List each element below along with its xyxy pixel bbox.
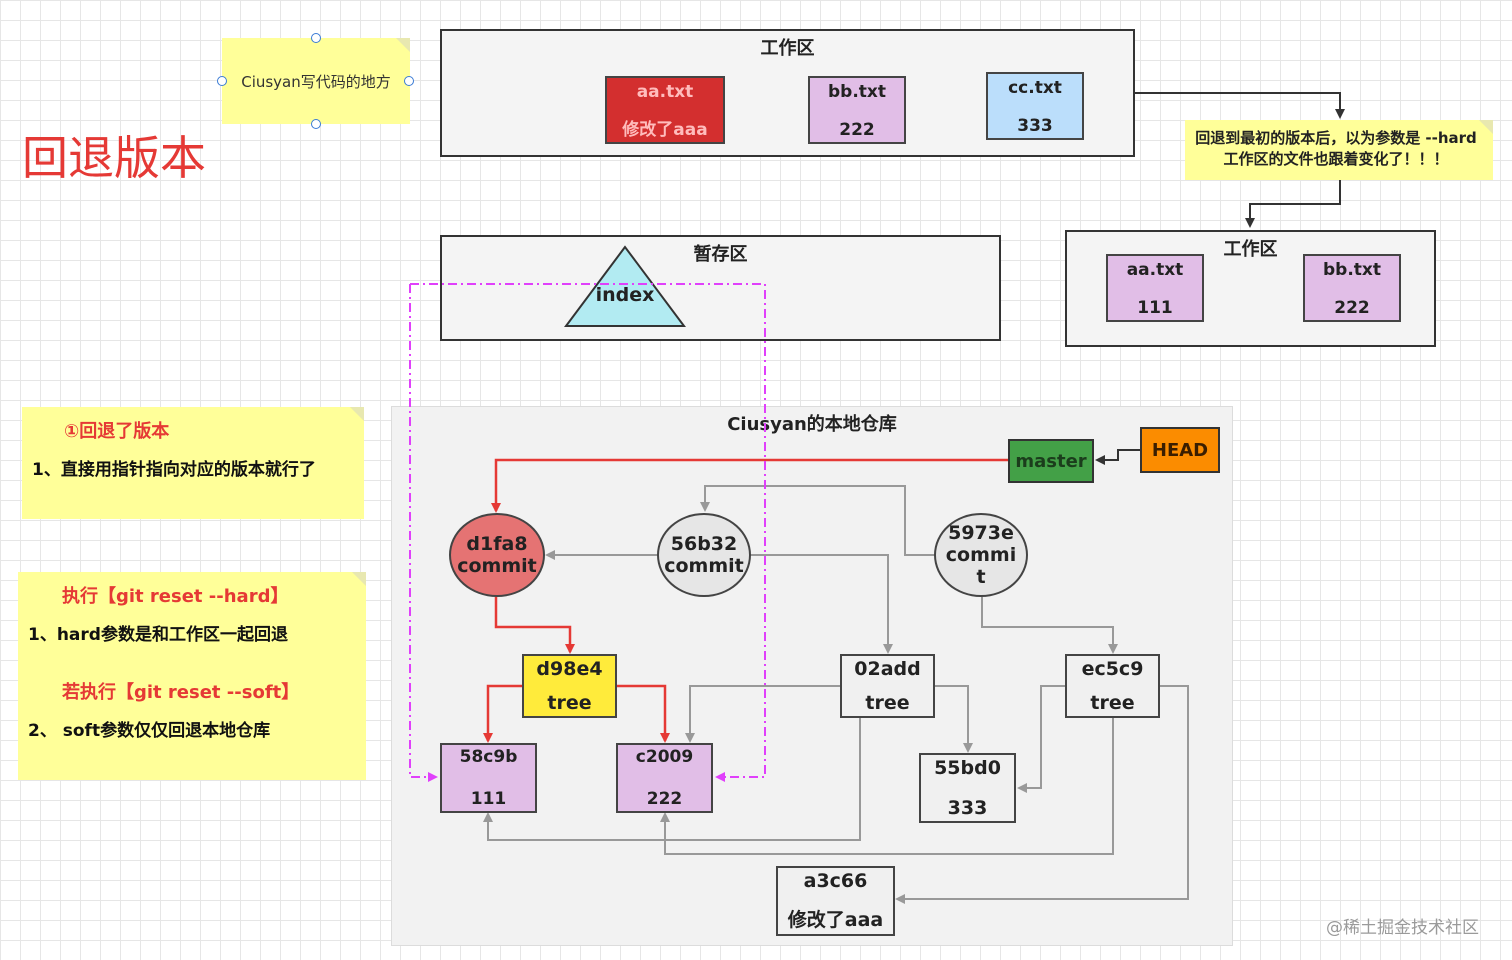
note2-line2: 2、 soft参数仅仅回退本地仓库 <box>28 721 271 741</box>
tree-d98e4-type: tree <box>547 692 592 714</box>
resize-handle-top[interactable] <box>311 33 321 43</box>
head-pointer-node[interactable]: HEAD <box>1140 427 1220 473</box>
index-pointer-to-c2009 <box>410 283 766 782</box>
top-sticky-text: Ciusyan写代码的地方 <box>241 73 391 91</box>
callout-fold-icon <box>1479 120 1493 134</box>
blob-c2009-id: c2009 <box>635 747 694 767</box>
commit-d1fa8-id: d1fa8 <box>466 533 528 555</box>
index-triangle-icon[interactable] <box>564 245 686 327</box>
arrow-ec5c9-to-a3c66 <box>895 685 1189 904</box>
master-label: master <box>1015 450 1087 472</box>
note2-fold-icon <box>352 572 366 586</box>
page-title: 回退版本 <box>22 131 206 185</box>
file2-bb[interactable]: bb.txt 222 <box>1303 254 1401 322</box>
file-bb-name: bb.txt <box>827 82 886 102</box>
commit-5973e[interactable]: 5973e commi t <box>934 513 1028 597</box>
file2-aa[interactable]: aa.txt 111 <box>1106 254 1204 322</box>
arrow-02add-to-58c9b <box>483 718 861 841</box>
arrow-d1fa8-to-d98e4 <box>494 597 575 654</box>
callout-text: 回退到最初的版本后，以为参数是 --hard 工作区的文件也跟着变化了！！！ <box>1195 129 1477 168</box>
arrow-5973e-to-ec5c9 <box>981 597 1118 654</box>
file-cc-name: cc.txt <box>1008 78 1062 98</box>
arrow-ec5c9-to-55bd0 <box>1017 685 1066 793</box>
top-sticky-note[interactable]: Ciusyan写代码的地方 <box>222 38 410 124</box>
tree-ec5c9-type: tree <box>1090 692 1135 714</box>
note1-line: 1、直接用指针指向对应的版本就行了 <box>32 460 316 480</box>
note1[interactable]: ①回退了版本 1、直接用指针指向对应的版本就行了 <box>22 407 364 519</box>
commit-5973e-id: 5973e <box>948 522 1014 544</box>
note2-heading1: 执行【git reset --hard】 <box>62 586 289 607</box>
file-aa[interactable]: aa.txt 修改了aaa <box>605 76 725 144</box>
file2-bb-content: 222 <box>1334 298 1370 318</box>
arrow-d98e4-to-58c9b <box>483 684 523 743</box>
tree-d98e4[interactable]: d98e4 tree <box>522 654 617 718</box>
callout-note[interactable]: 回退到最初的版本后，以为参数是 --hard 工作区的文件也跟着变化了！！！ <box>1185 120 1493 180</box>
note2[interactable]: 执行【git reset --hard】 1、hard参数是和工作区一起回退 若… <box>18 572 366 780</box>
arrow-d98e4-to-c2009 <box>616 684 670 743</box>
blob-58c9b-id: 58c9b <box>459 747 518 767</box>
commit-56b32-type: commit <box>664 555 744 577</box>
arrow-02add-to-c2009 <box>685 685 840 743</box>
arrow-02add-to-55bd0 <box>934 685 973 753</box>
repo-title: Ciusyan的本地仓库 <box>727 414 897 435</box>
commit-56b32[interactable]: 56b32 commit <box>657 513 751 597</box>
blob-a3c66[interactable]: a3c66 修改了aaa <box>776 866 895 936</box>
resize-handle-left[interactable] <box>217 76 227 86</box>
tree-02add-type: tree <box>865 692 910 714</box>
commit-d1fa8[interactable]: d1fa8 commit <box>449 513 545 597</box>
file2-aa-name: aa.txt <box>1126 260 1184 280</box>
file2-bb-name: bb.txt <box>1322 260 1381 280</box>
note1-fold-icon <box>350 407 364 421</box>
commit-56b32-id: 56b32 <box>670 533 738 555</box>
arrow-callout-to-workspace2 <box>1245 180 1341 228</box>
master-branch-node[interactable]: master <box>1008 439 1094 483</box>
workspace-title: 工作区 <box>760 38 815 59</box>
note2-heading2: 若执行【git reset --soft】 <box>62 682 300 703</box>
arrow-master-to-d1fa8 <box>491 458 1008 513</box>
tree-ec5c9[interactable]: ec5c9 tree <box>1065 654 1160 718</box>
file-aa-content: 修改了aaa <box>622 120 708 140</box>
arrow-5973e-to-56b32 <box>700 485 935 556</box>
resize-handle-right[interactable] <box>404 76 414 86</box>
blob-55bd0-id: 55bd0 <box>934 757 1001 779</box>
blob-55bd0[interactable]: 55bd0 333 <box>919 753 1016 823</box>
file-bb[interactable]: bb.txt 222 <box>808 76 906 144</box>
commit-d1fa8-type: commit <box>457 555 537 577</box>
arrow-56b32-to-02add <box>750 554 893 654</box>
tree-02add[interactable]: 02add tree <box>840 654 935 718</box>
note1-heading: ①回退了版本 <box>64 421 170 442</box>
file-cc-content: 333 <box>1017 116 1053 136</box>
tree-02add-id: 02add <box>854 658 921 680</box>
staging-title: 暂存区 <box>693 244 748 265</box>
blob-58c9b-content: 111 <box>470 789 507 809</box>
head-label: HEAD <box>1151 439 1209 461</box>
blob-a3c66-content: 修改了aaa <box>787 909 884 931</box>
blob-55bd0-content: 333 <box>947 797 988 819</box>
index-label: index <box>595 284 655 306</box>
tree-d98e4-id: d98e4 <box>536 658 603 680</box>
blob-c2009[interactable]: c2009 222 <box>616 743 713 813</box>
blob-58c9b[interactable]: 58c9b 111 <box>440 743 537 813</box>
commit-5973e-type: commi t <box>945 544 1017 588</box>
file2-aa-content: 111 <box>1137 298 1173 318</box>
index-pointer-to-58c9b <box>409 284 438 782</box>
tree-ec5c9-id: ec5c9 <box>1081 658 1144 680</box>
staging-section: 暂存区 <box>440 235 1001 341</box>
file-cc[interactable]: cc.txt 333 <box>986 72 1084 140</box>
blob-c2009-content: 222 <box>646 789 683 809</box>
arrow-workspace-to-callout <box>1135 92 1345 119</box>
note-fold-icon <box>396 38 410 52</box>
note2-line1: 1、hard参数是和工作区一起回退 <box>28 625 288 645</box>
file-aa-name: aa.txt <box>636 82 694 102</box>
watermark: @稀土掘金技术社区 <box>1326 918 1479 938</box>
resize-handle-bottom[interactable] <box>311 119 321 129</box>
file-bb-content: 222 <box>839 120 875 140</box>
blob-a3c66-id: a3c66 <box>803 870 868 892</box>
arrow-ec5c9-to-c2009 <box>660 718 1114 855</box>
workspace2-title: 工作区 <box>1223 239 1278 260</box>
arrow-head-to-master <box>1095 449 1140 465</box>
